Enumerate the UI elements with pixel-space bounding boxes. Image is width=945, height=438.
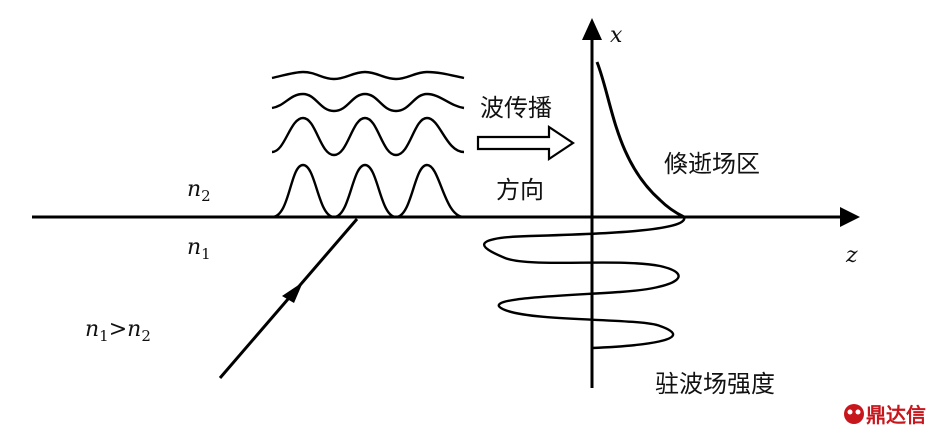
- standing-wave-curve: [483, 216, 686, 350]
- watermark-emblem-icon: [844, 404, 864, 424]
- evanescent-decay-curve: [595, 61, 685, 219]
- z-axis-label: z: [845, 243, 858, 268]
- watermark-text: 鼎达信: [866, 403, 926, 427]
- x-axis-arrowhead: [582, 18, 602, 40]
- wave-line-3: [271, 92, 465, 113]
- propagation-label-line2: 方向: [496, 176, 544, 204]
- wave-line-2: [271, 116, 465, 157]
- evanescent-region-label: 倏逝场区: [664, 150, 760, 178]
- incident-ray-arrowhead: [282, 282, 303, 303]
- index-condition-label: n1>n2: [85, 317, 151, 345]
- n1-label: n1: [187, 235, 211, 263]
- watermark-logo: 鼎达信: [844, 403, 926, 427]
- propagation-arrow-icon: [476, 124, 575, 162]
- n2-label: n2: [187, 177, 211, 205]
- x-axis-label: x: [610, 23, 623, 48]
- standing-wave-label: 驻波场强度: [655, 370, 775, 398]
- propagation-label-line1: 波传播: [480, 94, 552, 122]
- wave-line-4: [271, 70, 465, 81]
- z-axis-arrowhead: [840, 207, 860, 227]
- wave-line-1: [271, 163, 465, 219]
